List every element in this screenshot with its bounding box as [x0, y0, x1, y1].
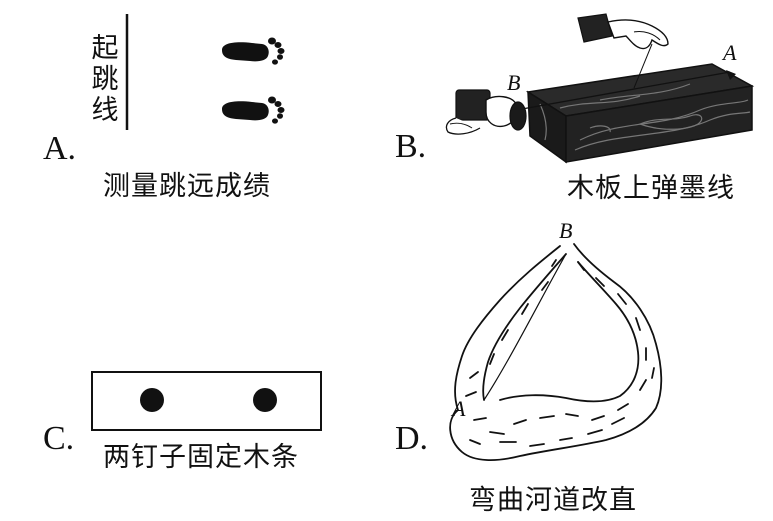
option-a-letter: A.	[43, 130, 77, 167]
point-a-label: A	[723, 40, 737, 65]
nail-1-icon	[140, 388, 164, 412]
option-b-letter: B.	[395, 128, 427, 165]
option-d-letter: D.	[395, 420, 429, 457]
point-a-label: A	[452, 396, 466, 421]
option-c-letter: C.	[43, 420, 75, 457]
option-d-caption: 弯曲河道改直	[469, 485, 637, 516]
option-a-caption: 测量跳远成绩	[103, 171, 271, 202]
option-c-caption: 两钉子固定木条	[103, 442, 299, 473]
option-b-caption: 木板上弹墨线	[567, 173, 735, 204]
takeoff-line-label: 起跳线	[91, 33, 119, 126]
point-b-label: B	[507, 70, 521, 95]
point-b-label: B	[559, 218, 573, 243]
nail-2-icon	[253, 388, 277, 412]
